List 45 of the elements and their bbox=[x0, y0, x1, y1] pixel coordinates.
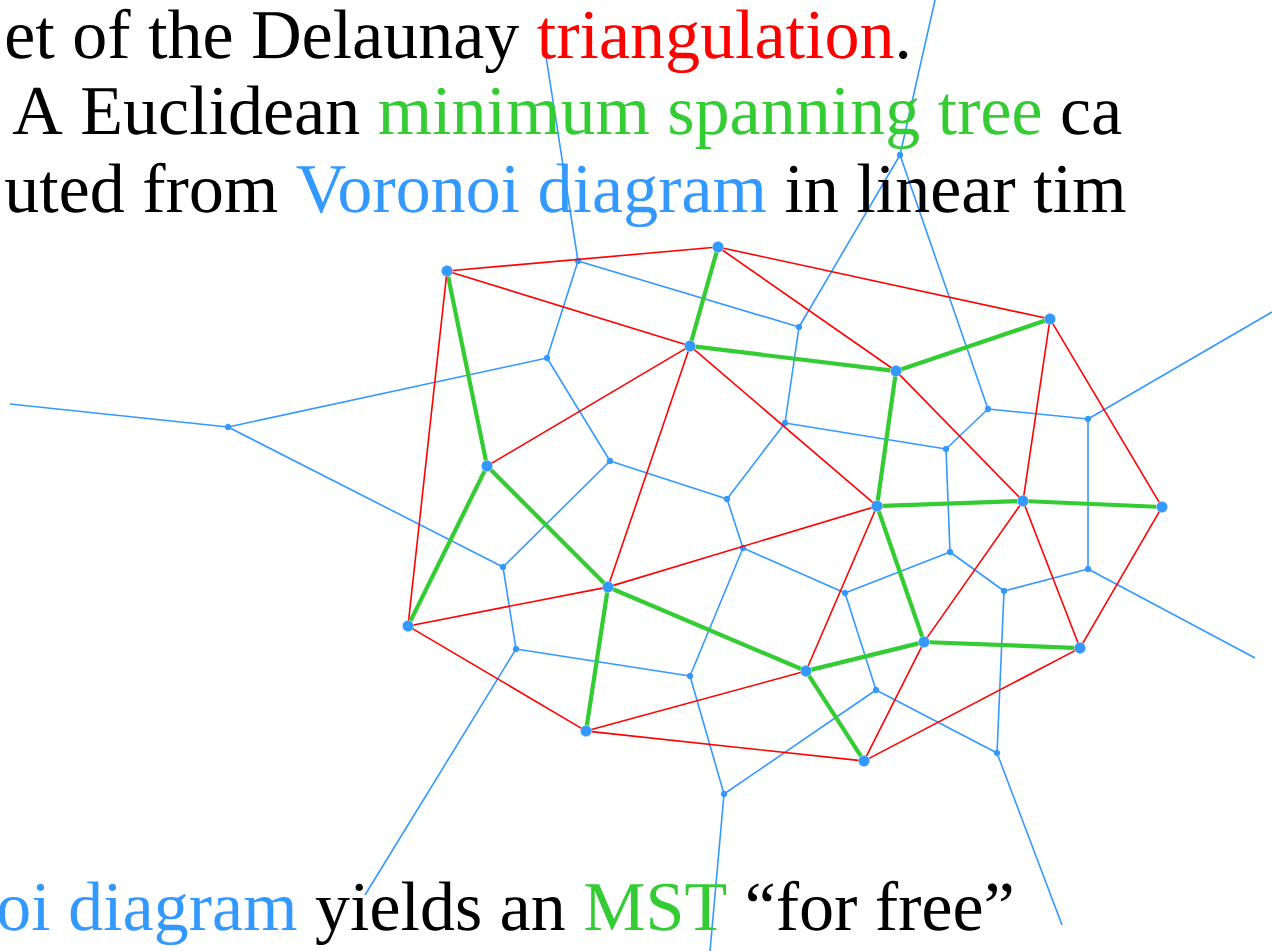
triangulation-edge bbox=[721, 249, 893, 369]
tree-edge bbox=[882, 499, 1018, 508]
tree-edge bbox=[584, 592, 610, 726]
triangulation-edge bbox=[407, 275, 448, 622]
tree-edge bbox=[875, 376, 898, 501]
tree-edge bbox=[1028, 499, 1157, 509]
tree-edge bbox=[408, 470, 487, 622]
tree-edge bbox=[695, 344, 891, 373]
statement-text: A Euclidean bbox=[12, 85, 360, 135]
triangulation-edge bbox=[693, 348, 874, 504]
tree-edge bbox=[876, 510, 925, 638]
triangulation-edge bbox=[412, 628, 582, 729]
triangulation-edge bbox=[590, 730, 860, 762]
triangulation-edge bbox=[612, 506, 873, 587]
tree-edge bbox=[489, 468, 606, 585]
tree-edge bbox=[929, 640, 1075, 650]
triangulation-edge bbox=[451, 271, 686, 346]
triangulation-edge bbox=[865, 646, 923, 757]
triangulation-edge bbox=[1052, 323, 1160, 503]
triangulation-edge bbox=[868, 649, 1076, 760]
tree-edge bbox=[446, 276, 488, 461]
statement-text: et of the Delaunay bbox=[6, 8, 520, 74]
tree-edge bbox=[900, 318, 1046, 372]
statement-text: ca bbox=[1062, 101, 1122, 135]
tree-edge bbox=[807, 674, 863, 758]
triangulation-edge bbox=[590, 671, 802, 731]
tree-edge bbox=[811, 641, 919, 672]
triangulation-edge bbox=[412, 587, 604, 626]
tree-edge bbox=[689, 251, 719, 342]
triangulation-edge bbox=[722, 247, 1046, 319]
statement-text: uted from bbox=[5, 162, 278, 213]
statement-text: yields an bbox=[315, 881, 565, 946]
triangulation-edge bbox=[1024, 505, 1079, 644]
triangulation-edge bbox=[807, 510, 876, 667]
triangulation-edge bbox=[451, 246, 714, 272]
triangulation-edge bbox=[609, 350, 689, 583]
statement-text: . bbox=[899, 50, 908, 59]
triangulation-edge bbox=[1023, 323, 1050, 497]
triangulation-edge bbox=[899, 374, 1020, 498]
triangulation-edge bbox=[926, 504, 1021, 639]
tree-edge bbox=[612, 587, 802, 671]
statement-text: “for free” bbox=[748, 880, 1012, 931]
triangulation-edge bbox=[1082, 511, 1160, 644]
triangulation-edge bbox=[491, 348, 686, 464]
statement-text: triangulation bbox=[537, 9, 894, 74]
